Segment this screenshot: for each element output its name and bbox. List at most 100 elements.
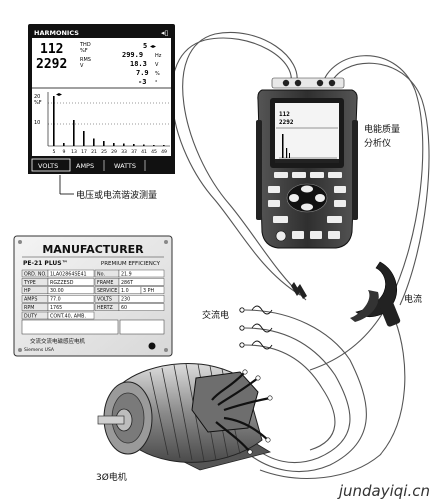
harmonic-bar (103, 141, 105, 146)
nav-down-button[interactable] (301, 203, 313, 211)
nameplate-cell (118, 278, 165, 286)
input-jack-4[interactable] (328, 79, 336, 87)
screen-tab-bar (28, 156, 175, 174)
input-jack-3[interactable] (316, 79, 324, 87)
nameplate-cell-text: TYPE (23, 280, 36, 286)
side-key-right-2[interactable] (334, 200, 346, 207)
watermark: jundayiqi.cn (337, 482, 430, 500)
sine-wave-icon-2 (251, 323, 273, 333)
graph-xtick-label: 25 (101, 149, 107, 155)
cable-group (171, 32, 430, 479)
rms-unit: V (80, 63, 84, 69)
harmonic-bar (123, 143, 125, 146)
nameplate-cell-text: VOLTS (97, 297, 112, 303)
nameplate-cell-text: RPM (24, 305, 34, 311)
input-jack-1[interactable] (282, 79, 290, 87)
bottom-key-4[interactable] (310, 231, 322, 239)
analyzer-display-readout: 112 (279, 111, 290, 118)
harmonic-bar (93, 138, 95, 146)
input-jack-2[interactable] (294, 79, 302, 87)
reading-4-unit: % (155, 71, 160, 77)
nameplate-cell (47, 295, 95, 303)
nameplate-rivet-bl (18, 348, 22, 352)
screen-display (32, 38, 171, 156)
harmonic-bar (143, 144, 145, 146)
clamp-label: 电流 (404, 293, 422, 305)
nameplate-rivet-br (164, 348, 168, 352)
nameplate-cell (47, 286, 95, 294)
tab-volts[interactable]: VOLTS (38, 162, 58, 170)
function-key-f4[interactable] (328, 172, 342, 178)
bottom-key-2[interactable] (327, 216, 342, 223)
bottom-key-5[interactable] (328, 231, 340, 239)
rms-value: 2292 (36, 57, 67, 72)
nav-up-button[interactable] (301, 185, 313, 193)
analyzer-display-bar-1 (282, 134, 284, 158)
graph-xtick-label: 21 (91, 149, 97, 155)
reading-5-value: -3 (138, 78, 146, 86)
nav-left-button[interactable] (289, 194, 299, 202)
tab-volts-box[interactable] (31, 158, 71, 172)
harmonic-bar (63, 143, 65, 146)
analyzer-display-bar-2 (286, 148, 288, 158)
function-key-f1[interactable] (274, 172, 288, 178)
graph-xtick-label: 9 (63, 149, 66, 155)
harmonic-bar (83, 131, 85, 146)
power-button[interactable] (275, 230, 287, 242)
nameplate-cell-text: No. (97, 271, 105, 277)
nameplate-footer: 交流交流电磁感应电机 (30, 337, 86, 345)
nameplate-cell-text: DUTY (24, 313, 37, 319)
nav-right-button[interactable] (315, 194, 325, 202)
nameplate-model: PE-21 PLUS™ (23, 260, 68, 267)
function-key-f3[interactable] (310, 172, 324, 178)
navigation-pad[interactable] (286, 183, 328, 213)
graph-y-label-bottom: 10 (34, 120, 40, 126)
clamp-handle (377, 295, 401, 327)
cable-phase-1 (244, 309, 367, 472)
nameplate-grid-block (21, 319, 119, 335)
thd-label: THD (79, 42, 91, 48)
motor-label: 3Ø电机 (96, 471, 127, 483)
graph-y-label-top: 20 (34, 94, 40, 100)
sine-wave-icon-3 (251, 340, 273, 350)
thd-unit: %F (80, 48, 88, 54)
nameplate-cell-text: AMPS (24, 297, 37, 303)
tab-amps[interactable]: AMPS (76, 162, 94, 170)
ac-phase-symbols (239, 305, 273, 350)
graph-xtick-label: 29 (111, 149, 117, 155)
function-key-f2[interactable] (292, 172, 306, 178)
reading-5-unit: ° (155, 80, 158, 86)
nameplate-cell (118, 303, 165, 311)
voltage-probe-2 (297, 284, 307, 299)
tab-watts[interactable]: WATTS (114, 162, 136, 170)
side-key-left-1[interactable] (268, 186, 280, 193)
graph-xtick-label: 41 (141, 149, 147, 155)
nameplate-cell-text: 3 PH (143, 288, 154, 294)
graph-xtick-label: 37 (131, 149, 137, 155)
nameplate-cell-text: 1765 (50, 305, 62, 311)
nameplate-cell (47, 278, 95, 286)
cable-phase-3 (244, 344, 336, 451)
nameplate-cell-text: CONT.40, AMB. (50, 313, 86, 319)
nameplate-cell-text: FRAME (97, 280, 113, 286)
current-clamp (350, 261, 401, 327)
nameplate-cell-text: 230 (121, 297, 130, 303)
nameplate-cell-text: ORD. NO. (24, 271, 47, 277)
harmonic-bar (73, 120, 75, 146)
nameplate-cell-text: HP (24, 288, 31, 294)
bottom-key-1[interactable] (273, 216, 288, 223)
sine-wave-icon-1 (251, 305, 273, 315)
nameplate-rivet-tr (164, 240, 168, 244)
phase-1-terminal (239, 307, 245, 313)
bottom-key-3[interactable] (292, 231, 304, 239)
nameplate-cell-text: HERTZ (97, 305, 114, 311)
side-key-left-2[interactable] (268, 200, 280, 207)
ac-label: 交流电 (202, 309, 229, 321)
reading-4-value: 7.9 (136, 69, 149, 77)
motor-nameplate: MANUFACTURER PE-21 PLUS™ PREMIUM EFFICIE… (13, 235, 173, 357)
harmonic-bar (153, 145, 155, 146)
analyzer-side-grip-left (256, 120, 262, 220)
nameplate-cell-text: SERVICE (97, 288, 117, 294)
side-key-right-1[interactable] (334, 186, 346, 193)
